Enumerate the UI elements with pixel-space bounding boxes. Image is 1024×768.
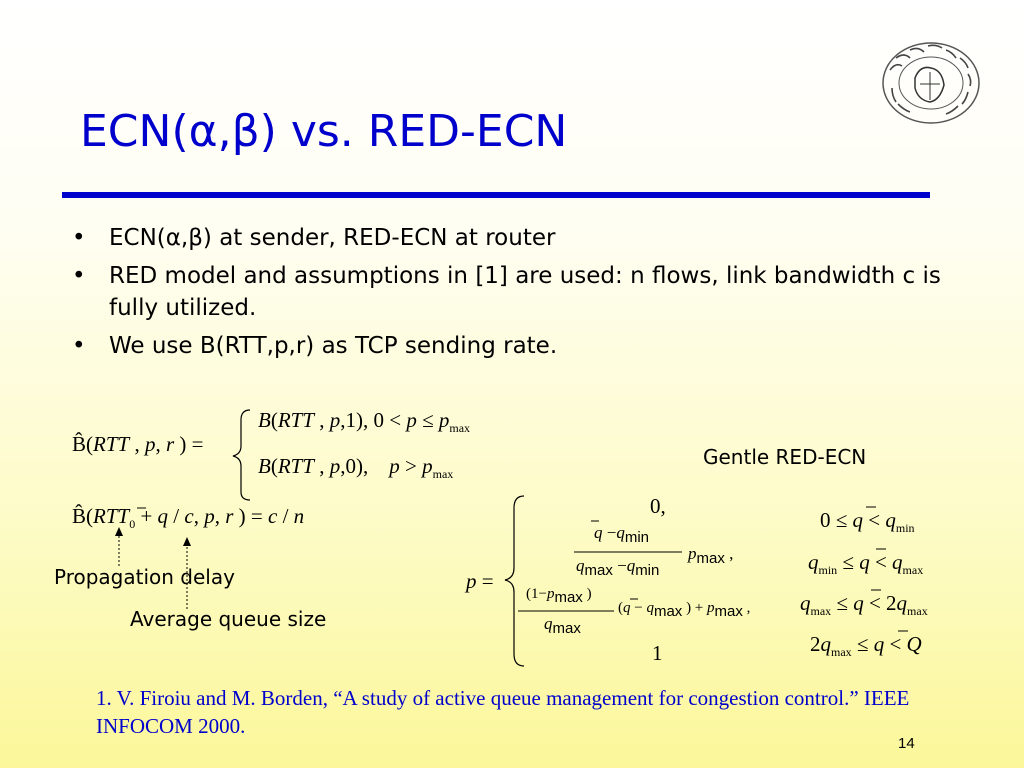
bullet-item: •ECN(α,β) at sender, RED-ECN at router bbox=[72, 225, 556, 251]
p-case-2-denominator: qmax −qmin bbox=[576, 556, 660, 579]
page-number: 14 bbox=[898, 735, 915, 752]
bullet-text: RED model and assumptions in [1] are use… bbox=[109, 263, 941, 321]
p-cond-1: 0 ≤ q < qmin bbox=[820, 508, 915, 535]
gentle-red-label: Gentle RED-ECN bbox=[703, 445, 867, 469]
p-case-3-rest: (q − qmax ) + pmax , bbox=[618, 600, 751, 620]
p-cond-3: qmax ≤ q < 2qmax bbox=[800, 591, 928, 618]
p-case-3-denominator: qmax bbox=[544, 614, 581, 637]
title-rule bbox=[62, 192, 930, 198]
bhat-lhs: B̂(RTT , p, r ) = bbox=[72, 432, 204, 456]
p-case-2-numerator: q −qmin bbox=[594, 523, 650, 546]
bullet-item: •RED model and assumptions in [1] are us… bbox=[72, 263, 941, 321]
p-cond-2: qmin ≤ q < qmax bbox=[808, 550, 924, 577]
bullet-list: •ECN(α,β) at sender, RED-ECN at router •… bbox=[72, 222, 952, 368]
p-lhs: p = bbox=[466, 569, 494, 593]
bandwidth-equation: B̂(RTT0 + q / c, p, r ) = c / n bbox=[72, 504, 305, 531]
bhat-case-2: B(RTT , p,0), p > pmax bbox=[258, 454, 454, 481]
propagation-delay-label: Propagation delay bbox=[54, 565, 235, 589]
slide-title: ECN(α,β) vs. RED-ECN bbox=[80, 106, 568, 157]
bullet-text: We use B(RTT,p,r) as TCP sending rate. bbox=[109, 333, 558, 359]
bullet-text: ECN(α,β) at sender, RED-ECN at router bbox=[109, 225, 556, 251]
p-case-3-numerator: (1−pmax ) bbox=[526, 586, 592, 606]
p-cond-4: 2qmax ≤ q < Q bbox=[810, 632, 922, 659]
p-case-4-value: 1 bbox=[652, 641, 663, 665]
university-seal-icon bbox=[882, 42, 980, 124]
bhat-case-1: B(RTT , p,1), 0 < p ≤ pmax bbox=[258, 408, 471, 435]
average-queue-label: Average queue size bbox=[130, 607, 327, 631]
p-case-1-value: 0, bbox=[650, 494, 666, 518]
p-case-2-pmax: pmax , bbox=[688, 544, 734, 567]
reference-citation: 1. V. Firoiu and M. Borden, “A study of … bbox=[96, 686, 910, 738]
bullet-item: •We use B(RTT,p,r) as TCP sending rate. bbox=[72, 333, 558, 359]
